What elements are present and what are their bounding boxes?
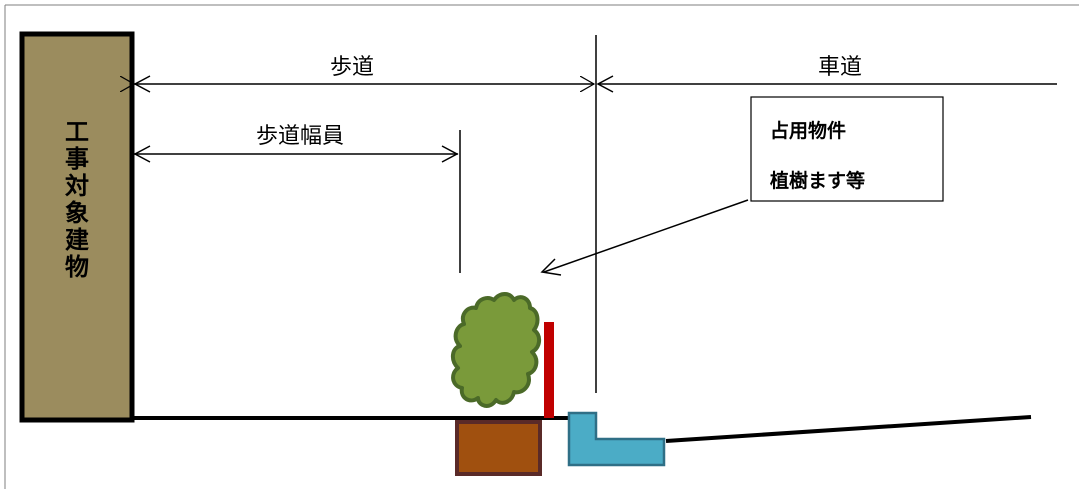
tree	[451, 292, 541, 408]
callout-line2: 植樹ます等	[770, 169, 865, 192]
curb-gutter	[567, 411, 666, 467]
callout-pointer-arrow	[543, 199, 749, 273]
sidewalk-width-arrow-left-head	[133, 145, 151, 163]
sidewalk-width-arrow-right-head	[441, 145, 459, 163]
planter-box	[455, 420, 542, 476]
callout-line1: 占用物件	[770, 119, 846, 142]
sign-post	[544, 322, 554, 418]
roadway-label: 車道	[818, 55, 862, 80]
sidewalk-width-label: 歩道幅員	[256, 124, 344, 149]
callout-box	[750, 96, 944, 202]
building	[19, 31, 135, 423]
sidewalk-label: 歩道	[330, 55, 374, 80]
roadway-arrow-left-head	[596, 75, 614, 93]
sidewalk-arrow-left-head	[133, 75, 151, 93]
building-label-char: 事	[65, 145, 89, 173]
building-label-char: 物	[65, 253, 89, 281]
building-label: 工 事 対 象 建 物	[65, 118, 89, 281]
building-label-char: 工	[65, 118, 89, 146]
road-surface-line	[665, 415, 1032, 443]
building-label-char: 象	[65, 199, 89, 227]
building-label-char: 対	[65, 172, 89, 200]
callout-pointer-head	[540, 258, 562, 276]
building-label-char: 建	[65, 226, 89, 254]
